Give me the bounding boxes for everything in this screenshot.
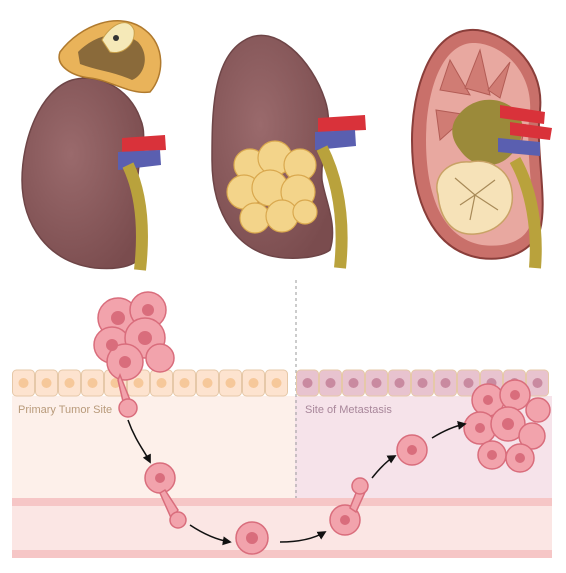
epithelial-cell-nucleus: [180, 378, 190, 388]
epithelial-cell-nucleus: [134, 378, 144, 388]
metastasis-panel: [12, 280, 552, 558]
epithelial-cell-meta-nucleus: [372, 378, 382, 388]
epithelial-cell-nucleus: [42, 378, 52, 388]
epithelial-cell-nucleus: [226, 378, 236, 388]
epithelial-cell-nucleus: [249, 378, 259, 388]
epithelial-cell-nucleus: [272, 378, 282, 388]
epithelial-cell-meta-nucleus: [349, 378, 359, 388]
epithelial-cell-meta-nucleus: [395, 378, 405, 388]
primary-tumor-site-label: Primary Tumor Site: [18, 404, 112, 416]
kidney-lower-pole-tumor: [212, 35, 366, 268]
epithelial-cell-nucleus: [203, 378, 213, 388]
epithelial-cell-meta-nucleus: [464, 378, 474, 388]
epithelial-cell-meta-nucleus: [303, 378, 313, 388]
epithelial-cell-nucleus: [157, 378, 167, 388]
epithelial-cell-meta-nucleus: [533, 378, 543, 388]
kidney-cross-section: [412, 30, 552, 268]
kidney-adrenal-tumor: [22, 21, 166, 270]
metastasis-site-label: Site of Metastasis: [305, 404, 392, 416]
epithelial-cell-meta-nucleus: [418, 378, 428, 388]
epithelial-cell-meta-nucleus: [326, 378, 336, 388]
epithelial-cell-nucleus: [65, 378, 75, 388]
blood-vessel: [12, 498, 552, 558]
epithelial-cell-nucleus: [88, 378, 98, 388]
epithelial-cell-meta-nucleus: [441, 378, 451, 388]
epithelium-primary: [13, 370, 288, 396]
epithelial-cell-nucleus: [19, 378, 29, 388]
